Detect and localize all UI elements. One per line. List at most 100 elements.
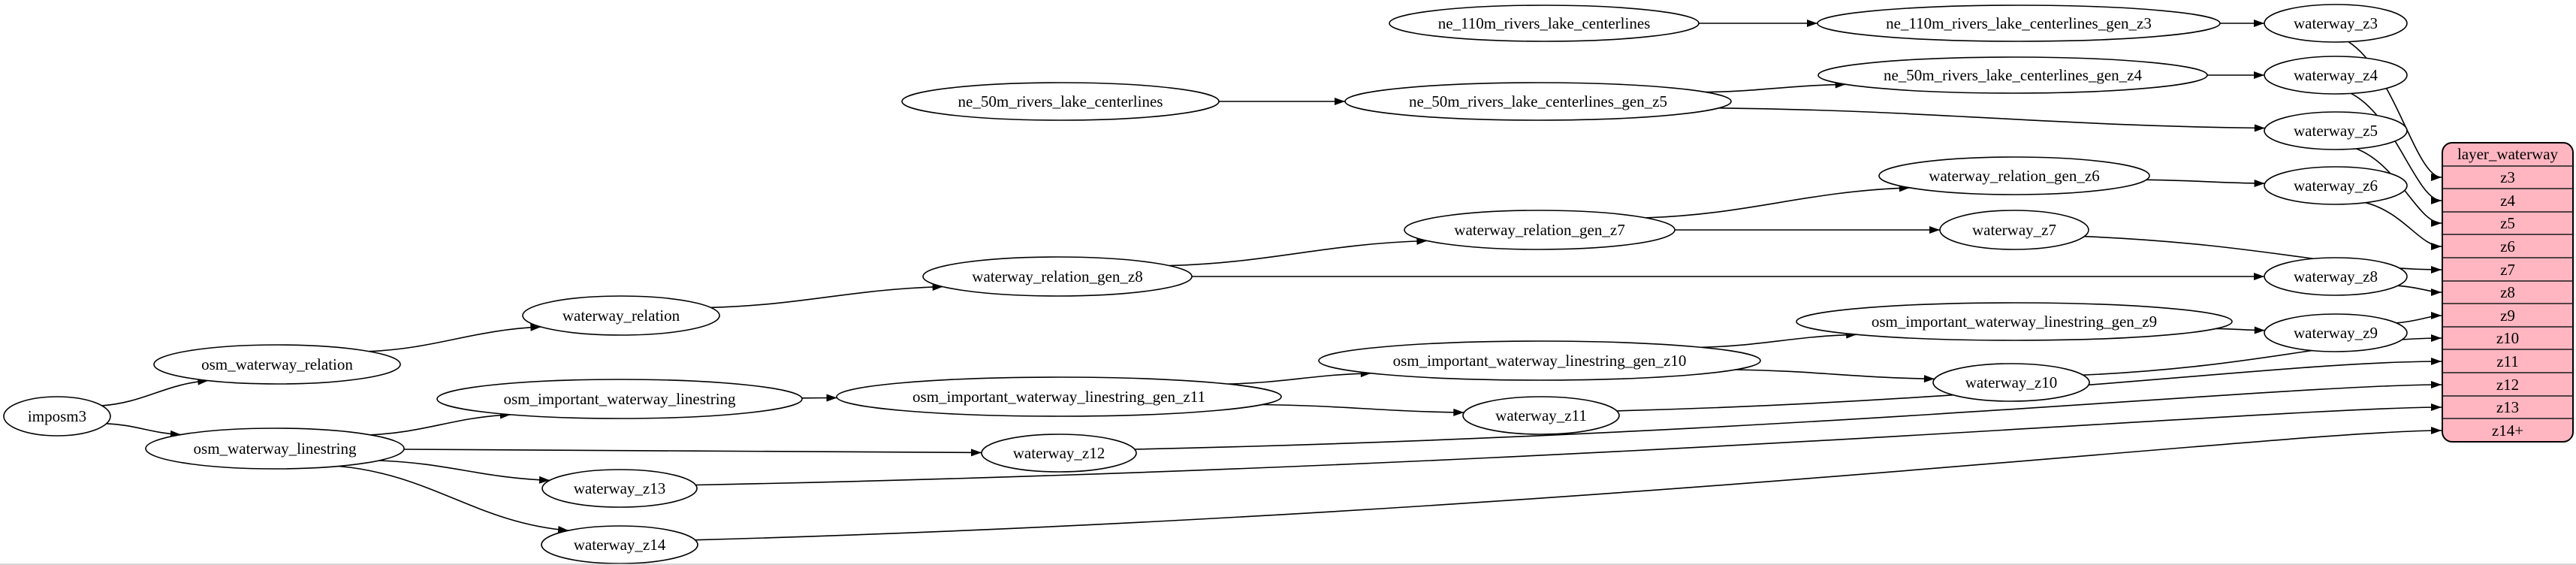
node-waterway-z5: waterway_z5 bbox=[2264, 111, 2408, 150]
waterway-relation-gen-z6-ellipse bbox=[1878, 156, 2150, 195]
layer-waterway-row-z4: z4 bbox=[2500, 192, 2515, 210]
svg-text:z13: z13 bbox=[2496, 398, 2519, 416]
edge-waterway_relation_gen_z8-to-waterway_relation_gen_z7 bbox=[1169, 237, 1428, 267]
edge-osm_important_waterway_linestring_gen_z10-to-waterway_z10 bbox=[1735, 369, 1935, 383]
svg-text:z9: z9 bbox=[2500, 307, 2515, 325]
osm-important-waterway-linestring-gen-z11-label: osm_important_waterway_linestring_gen_z1… bbox=[912, 388, 1205, 406]
edge-osm_waterway_linestring-to-waterway_z12 bbox=[403, 449, 982, 457]
edge-osm_important_waterway_linestring_gen_z11-to-waterway_z11 bbox=[1262, 403, 1464, 416]
edge-imposm3-to-osm_waterway_linestring bbox=[106, 423, 182, 438]
layer-waterway-row-z6: z6 bbox=[2500, 237, 2515, 255]
osm-important-waterway-linestring-ellipse bbox=[436, 379, 803, 419]
edge-osm_waterway_linestring-to-waterway_z14 bbox=[338, 465, 569, 533]
edge-ne_50m_rivers_lake_centerlines_gen_z5-to-waterway_z5 bbox=[1718, 107, 2265, 132]
edge-osm_waterway_relation-to-waterway_relation bbox=[369, 323, 541, 352]
waterway-z10-label: waterway_z10 bbox=[1965, 373, 2057, 391]
osm-important-waterway-linestring-gen-z9-ellipse bbox=[1796, 302, 2233, 341]
edge-osm_waterway_linestring-to-osm_important_waterway_linestring bbox=[370, 411, 511, 436]
node-waterway-relation-gen-z7: waterway_relation_gen_z7 bbox=[1404, 210, 1676, 250]
node-osm-important-waterway-linestring-gen-z9: osm_important_waterway_linestring_gen_z9 bbox=[1796, 302, 2233, 341]
waterway-z12-label: waterway_z12 bbox=[1013, 444, 1105, 462]
node-osm-waterway-relation: osm_waterway_relation bbox=[153, 344, 401, 385]
node-osm-important-waterway-linestring: osm_important_waterway_linestring bbox=[436, 379, 803, 419]
osm-important-waterway-linestring-gen-z9-label: osm_important_waterway_linestring_gen_z9 bbox=[1872, 313, 2157, 331]
layer-waterway-row-z13: z13 bbox=[2496, 398, 2519, 416]
svg-text:z6: z6 bbox=[2500, 237, 2515, 255]
waterway-z5-label: waterway_z5 bbox=[2294, 122, 2378, 140]
node-waterway-z3: waterway_z3 bbox=[2264, 4, 2408, 43]
waterway-relation-gen-z7-ellipse bbox=[1404, 210, 1676, 250]
node-waterway-z10: waterway_z10 bbox=[1932, 363, 2090, 402]
edge-waterway_z14-to-layer_waterway:z14+ bbox=[695, 427, 2442, 541]
waterway-z9-ellipse bbox=[2264, 313, 2408, 352]
layer-waterway-row-z9: z9 bbox=[2500, 307, 2515, 325]
edge-waterway_relation-to-waterway_relation_gen_z8 bbox=[710, 282, 943, 309]
node-waterway-z7: waterway_z7 bbox=[1939, 210, 2089, 250]
svg-text:z5: z5 bbox=[2500, 214, 2515, 232]
waterway-relation-gen-z7-label: waterway_relation_gen_z7 bbox=[1454, 221, 1624, 239]
ne-50m-rivers-lake-centerlines-ellipse bbox=[901, 82, 1220, 121]
edge-waterway_z13-to-layer_waterway:z13 bbox=[695, 403, 2442, 486]
node-waterway-relation: waterway_relation bbox=[522, 295, 720, 336]
waterway-z3-ellipse bbox=[2264, 4, 2408, 43]
svg-text:z8: z8 bbox=[2500, 283, 2515, 301]
waterway-z4-ellipse bbox=[2264, 56, 2408, 95]
edge-layer bbox=[101, 20, 2442, 541]
node-ne-110m-rivers-lake-centerlines: ne_110m_rivers_lake_centerlines bbox=[1389, 5, 1700, 42]
waterway-z9-label: waterway_z9 bbox=[2294, 324, 2378, 342]
edge-imposm3-to-osm_waterway_relation bbox=[101, 377, 209, 406]
node-imposm3: imposm3 bbox=[3, 396, 111, 437]
waterway-z14-label: waterway_z14 bbox=[574, 536, 666, 554]
edge-waterway_z11-to-layer_waterway:z11 bbox=[1616, 358, 2442, 412]
ne-50m-rivers-lake-centerlines-label: ne_50m_rivers_lake_centerlines bbox=[958, 92, 1163, 110]
node-waterway-z13: waterway_z13 bbox=[541, 469, 698, 508]
osm-waterway-linestring-ellipse bbox=[145, 428, 405, 470]
node-ne-50m-rivers-lake-centerlines-gen-z4: ne_50m_rivers_lake_centerlines_gen_z4 bbox=[1817, 56, 2208, 94]
ne-50m-rivers-lake-centerlines-gen-z4-label: ne_50m_rivers_lake_centerlines_gen_z4 bbox=[1884, 66, 2143, 84]
edge-osm_important_waterway_linestring_gen_z11-to-osm_important_waterway_linestring_gen_z10 bbox=[1228, 370, 1371, 385]
osm-important-waterway-linestring-gen-z11-ellipse bbox=[836, 376, 1282, 417]
node-waterway-z11: waterway_z11 bbox=[1462, 396, 1620, 435]
node-waterway-z6: waterway_z6 bbox=[2264, 166, 2408, 205]
waterway-relation-gen-z8-label: waterway_relation_gen_z8 bbox=[972, 267, 1142, 286]
imposm3-ellipse bbox=[3, 396, 111, 437]
osm-waterway-relation-label: osm_waterway_relation bbox=[201, 355, 353, 373]
edge-waterway_z9-to-layer_waterway:z9 bbox=[2396, 312, 2442, 324]
node-waterway-z12: waterway_z12 bbox=[981, 434, 1137, 473]
node-ne-50m-rivers-lake-centerlines-gen-z5: ne_50m_rivers_lake_centerlines_gen_z5 bbox=[1344, 82, 1732, 121]
ne-110m-rivers-lake-centerlines-gen-z3-ellipse bbox=[1817, 5, 2221, 42]
svg-text:z14+: z14+ bbox=[2492, 421, 2523, 440]
node-osm-waterway-linestring: osm_waterway_linestring bbox=[145, 428, 405, 470]
svg-text:z12: z12 bbox=[2496, 376, 2519, 394]
waterway-z7-ellipse bbox=[1939, 210, 2089, 250]
layer-waterway-row-z14plus: z14+ bbox=[2492, 421, 2523, 440]
layer-waterway-row-z8: z8 bbox=[2500, 283, 2515, 301]
edge-osm_waterway_linestring-to-waterway_z13 bbox=[379, 460, 550, 484]
node-ne-110m-rivers-lake-centerlines-gen-z3: ne_110m_rivers_lake_centerlines_gen_z3 bbox=[1817, 5, 2221, 42]
waterway-relation-gen-z6-label: waterway_relation_gen_z6 bbox=[1929, 167, 2099, 185]
node-waterway-z9: waterway_z9 bbox=[2264, 313, 2408, 352]
node-waterway-z4: waterway_z4 bbox=[2264, 56, 2408, 95]
layer-waterway-row-z12: z12 bbox=[2496, 376, 2519, 394]
node-waterway-relation-gen-z8: waterway_relation_gen_z8 bbox=[922, 256, 1193, 297]
waterway-z13-label: waterway_z13 bbox=[574, 479, 665, 497]
edge-osm_important_waterway_linestring_gen_z10-to-osm_important_waterway_linestring_gen_z9 bbox=[1701, 331, 1857, 349]
waterway-z3-label: waterway_z3 bbox=[2294, 14, 2378, 32]
layer-waterway-row-z10: z10 bbox=[2496, 329, 2519, 347]
osm-important-waterway-linestring-gen-z10-label: osm_important_waterway_linestring_gen_z1… bbox=[1393, 352, 1687, 370]
ne-110m-rivers-lake-centerlines-ellipse bbox=[1389, 5, 1700, 42]
osm-waterway-linestring-label: osm_waterway_linestring bbox=[194, 440, 357, 458]
edge-ne_50m_rivers_lake_centerlines_gen_z5-to-ne_50m_rivers_lake_centerlines_gen_z4 bbox=[1706, 80, 1846, 93]
waterway-relation-gen-z8-ellipse bbox=[922, 256, 1193, 297]
edge-waterway_relation_gen_z7-to-waterway_relation_gen_z6 bbox=[1645, 184, 1910, 219]
ne-110m-rivers-lake-centerlines-label: ne_110m_rivers_lake_centerlines bbox=[1438, 14, 1651, 32]
waterway-z14-ellipse bbox=[541, 525, 698, 564]
edge-waterway_z4-to-layer_waterway:z4 bbox=[2351, 92, 2442, 204]
edge-waterway_z8-to-layer_waterway:z8 bbox=[2397, 285, 2442, 296]
layer-waterway-row-z5: z5 bbox=[2500, 214, 2515, 232]
edge-waterway_z12-to-layer_waterway:z12 bbox=[1134, 381, 2442, 450]
edge-waterway_z6-to-layer_waterway:z6 bbox=[2365, 201, 2442, 250]
node-waterway-relation-gen-z6: waterway_relation_gen_z6 bbox=[1878, 156, 2150, 195]
waterway-z8-ellipse bbox=[2264, 257, 2408, 296]
